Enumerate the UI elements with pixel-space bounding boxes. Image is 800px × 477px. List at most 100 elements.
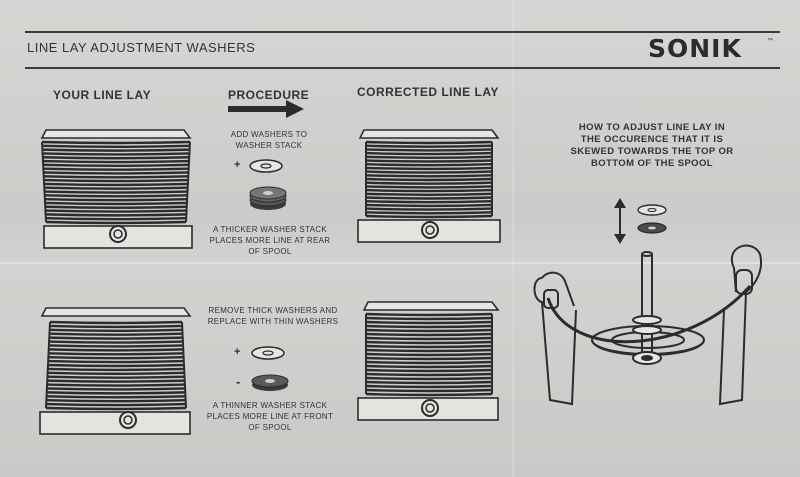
line-winding — [365, 181, 493, 185]
line-winding — [365, 159, 493, 163]
line-winding — [49, 328, 183, 333]
line-winding — [365, 356, 493, 361]
line-winding — [44, 197, 188, 202]
line-winding — [365, 368, 493, 373]
line-winding — [41, 140, 191, 145]
line-winding — [48, 355, 184, 360]
line-winding — [43, 175, 189, 179]
line-winding — [48, 344, 184, 348]
how-to-adjust-text: HOW TO ADJUST LINE LAY IN THE OCCURENCE … — [570, 122, 734, 169]
line-winding — [42, 148, 190, 152]
washer-icon — [249, 186, 287, 210]
line-winding — [365, 372, 493, 377]
washer-icon — [249, 159, 283, 173]
line-winding — [365, 336, 493, 341]
line-winding — [43, 178, 189, 183]
line-winding — [365, 320, 493, 325]
line-winding — [45, 205, 187, 209]
spool-outline — [45, 321, 187, 409]
page-title: LINE LAY ADJUSTMENT WASHERS — [27, 40, 256, 55]
line-winding — [365, 207, 493, 211]
line-winding — [365, 376, 493, 381]
line-winding — [365, 364, 493, 369]
heading-procedure: PROCEDURE — [228, 88, 310, 102]
line-winding — [365, 148, 493, 152]
spool-icon — [357, 129, 501, 243]
arrow-right-icon — [228, 100, 304, 118]
line-winding — [365, 170, 493, 174]
line-winding — [365, 316, 493, 321]
heading-corrected-line-lay: CORRECTED LINE LAY — [357, 85, 499, 99]
line-winding — [45, 220, 187, 225]
line-winding — [365, 140, 493, 145]
line-winding — [49, 332, 183, 336]
brand-logo: SONIK — [648, 34, 742, 63]
line-winding — [45, 213, 187, 217]
reel-rotor-icon — [533, 244, 762, 406]
line-winding — [47, 379, 185, 383]
line-winding — [42, 152, 190, 156]
line-winding — [365, 214, 493, 219]
spool-icon — [39, 307, 192, 435]
fold-crease-horizontal — [0, 262, 800, 264]
line-winding — [42, 144, 190, 149]
line-winding — [46, 398, 186, 403]
line-winding — [365, 192, 493, 196]
line-winding — [365, 392, 493, 397]
spool-outline — [41, 141, 191, 223]
line-winding — [46, 395, 186, 399]
line-winding — [365, 328, 493, 333]
line-winding — [42, 156, 190, 160]
line-winding — [47, 363, 185, 368]
double-arrow-icon — [614, 198, 667, 244]
line-winding — [47, 375, 185, 379]
line-winding — [365, 200, 493, 204]
line-winding — [44, 182, 188, 187]
line-winding — [46, 391, 186, 395]
result-thicker-stack: A THICKER WASHER STACK PLACES MORE LINE … — [209, 225, 331, 256]
minus-symbol: - — [236, 374, 241, 389]
line-winding — [365, 185, 493, 189]
line-winding — [365, 352, 493, 357]
instruction-add-washers: ADD WASHERS TO WASHER STACK — [230, 130, 308, 150]
spool-outline — [365, 314, 493, 394]
line-winding — [45, 201, 187, 206]
washer-icon — [251, 374, 289, 391]
line-winding — [365, 144, 493, 148]
heading-your-line-lay: YOUR LINE LAY — [53, 88, 152, 102]
line-winding — [365, 312, 493, 317]
line-winding — [365, 151, 493, 156]
line-winding — [365, 384, 493, 389]
plus-symbol: + — [234, 346, 241, 358]
line-winding — [49, 340, 183, 344]
header-rule-top — [25, 31, 780, 33]
line-winding — [365, 177, 493, 182]
line-winding — [365, 348, 493, 353]
brand-trademark: ™ — [767, 38, 773, 44]
plus-symbol: + — [234, 159, 241, 171]
line-winding — [47, 371, 185, 376]
spool-outline — [365, 142, 493, 216]
line-winding — [46, 402, 186, 407]
line-winding — [365, 166, 493, 171]
line-winding — [365, 360, 493, 365]
line-winding — [49, 320, 183, 325]
line-winding — [48, 352, 184, 356]
line-winding — [365, 340, 493, 345]
spool-icon — [357, 301, 500, 421]
line-winding — [48, 359, 184, 364]
fold-crease-vertical — [512, 0, 514, 477]
line-winding — [365, 196, 493, 200]
line-winding — [48, 348, 184, 352]
line-winding — [44, 186, 188, 190]
line-winding — [49, 336, 183, 340]
spool-icon — [40, 129, 193, 249]
line-winding — [47, 383, 185, 387]
line-winding — [365, 211, 493, 215]
line-winding — [43, 167, 189, 171]
line-winding — [49, 324, 183, 329]
line-winding — [45, 216, 187, 221]
line-winding — [365, 380, 493, 385]
line-winding — [46, 387, 186, 391]
line-winding — [45, 406, 187, 411]
